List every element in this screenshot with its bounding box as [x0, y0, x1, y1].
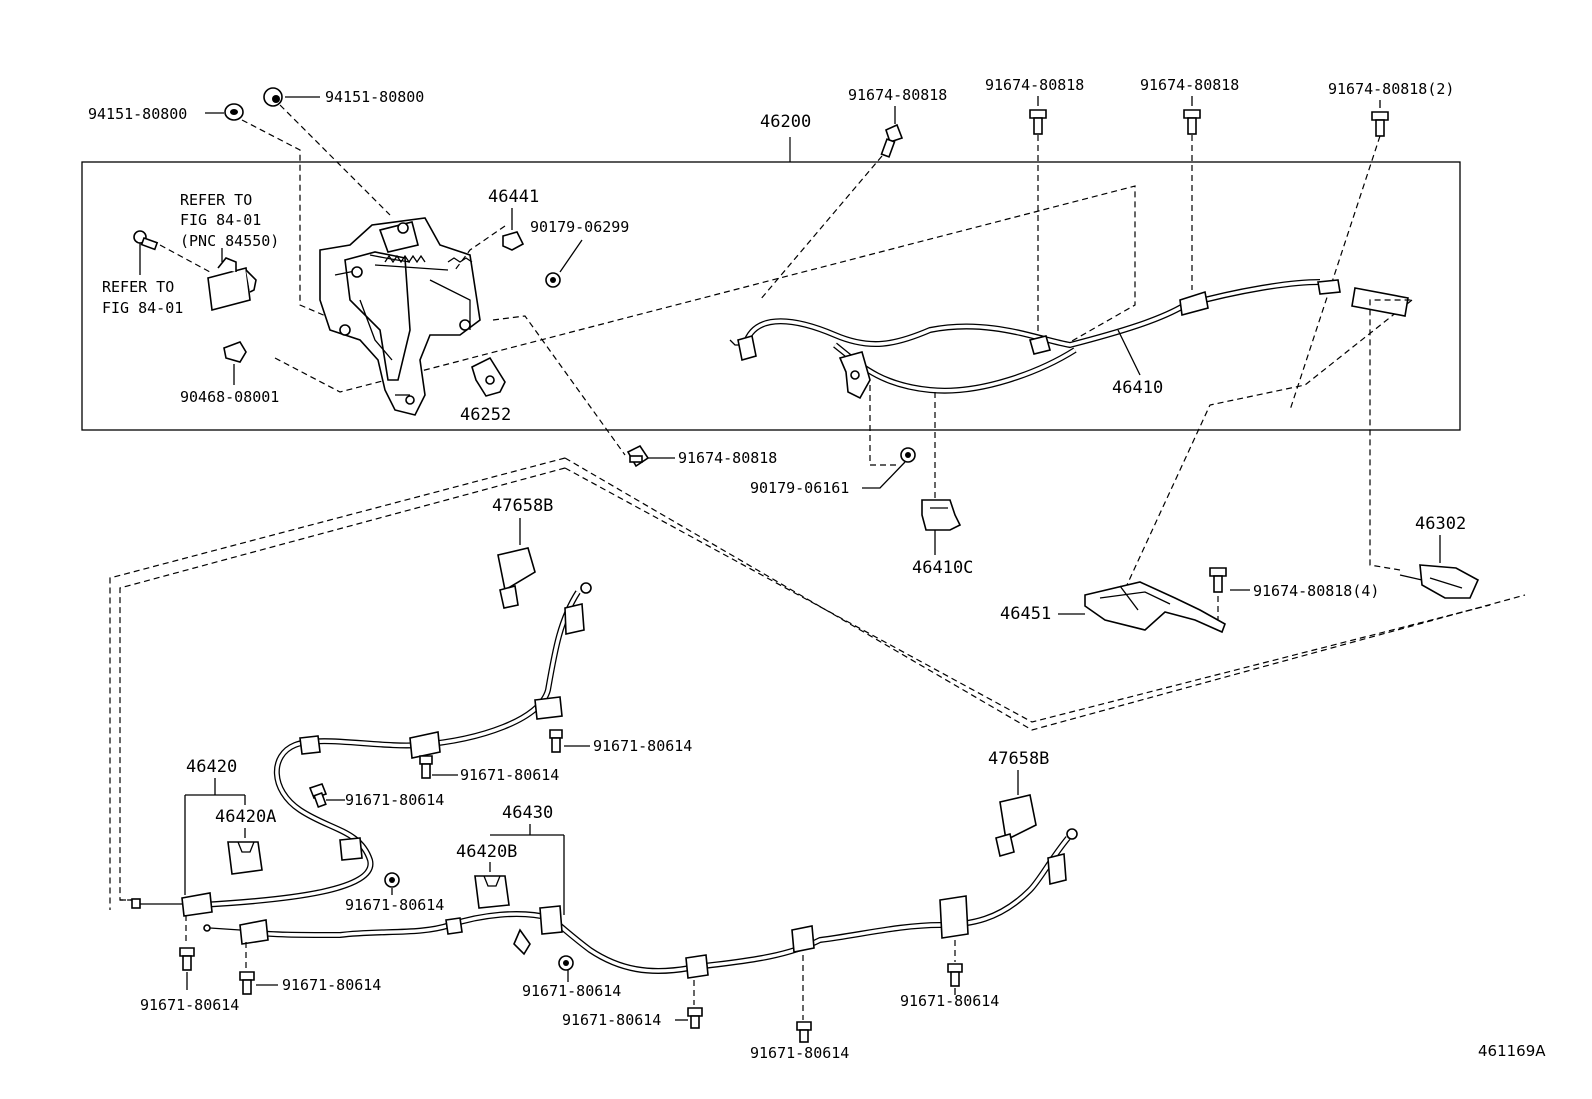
nut-46441	[502, 231, 525, 251]
bolt-91674-d	[1371, 111, 1389, 137]
bolt-91674-4	[1209, 567, 1227, 593]
clip-90468-icon	[223, 341, 247, 363]
dashed-outline-lower-outer	[564, 457, 1526, 731]
bolt-91671-5	[239, 971, 255, 995]
cable-46410	[729, 279, 1409, 400]
insulator-47658B-top	[497, 547, 536, 609]
label-91671-3: 91671-80614	[345, 791, 444, 809]
bolt-91674-c	[1183, 109, 1201, 135]
grommet-46420A	[227, 841, 263, 875]
refer-top-line1: REFER TO	[180, 191, 252, 209]
assembly-46200-frame	[81, 161, 1461, 431]
bolt-91674-b	[1029, 109, 1047, 135]
refer-top-line3: (PNC 84550)	[180, 232, 279, 250]
bolt-91671-3	[308, 783, 328, 809]
label-47658B-top: 47658B	[492, 496, 553, 516]
bolt-91671-7	[687, 1007, 703, 1029]
bolt-91671-1	[549, 729, 563, 753]
dashed-outline-46410	[1119, 299, 1413, 601]
diagram-id: 461169A	[1478, 1042, 1546, 1060]
bolt-91671-10	[947, 963, 963, 987]
bolt-91674-a	[880, 123, 904, 158]
label-91671-9: 91671-80614	[750, 1044, 849, 1062]
label-46430: 46430	[502, 803, 553, 823]
label-90179-06161: 90179-06161	[750, 479, 849, 497]
label-91671-10: 91671-80614	[900, 992, 999, 1010]
label-47658B-bottom: 47658B	[988, 749, 1049, 769]
part-46252	[471, 356, 506, 397]
label-94151-left: 94151-80800	[88, 105, 187, 123]
dashed-outline-left-outer	[109, 457, 566, 910]
label-91674-b: 91674-80818	[985, 76, 1084, 94]
grommet-46420B	[474, 875, 510, 909]
label-46252: 46252	[460, 405, 511, 425]
label-46451: 46451	[1000, 604, 1051, 624]
label-91671-5: 91671-80614	[282, 976, 381, 994]
bracket-46451	[1084, 581, 1226, 634]
clip-94151-left	[224, 103, 244, 121]
label-91674-80818-4: 91674-80818(4)	[1253, 582, 1379, 600]
label-91671-4: 91671-80614	[140, 996, 239, 1014]
bolt-91674-mid	[626, 444, 650, 468]
cable-46420	[131, 582, 592, 917]
label-91674-c: 91674-80818	[1140, 76, 1239, 94]
bolt-91671-9	[796, 1021, 812, 1043]
label-91671-7: 91671-80614	[562, 1011, 661, 1029]
clamp-46410C	[921, 499, 962, 531]
dashed-outline-upper	[274, 185, 1136, 393]
label-91671-1: 91671-80614	[593, 737, 692, 755]
label-46420A: 46420A	[215, 807, 276, 827]
refer-top-line2: FIG 84-01	[180, 211, 261, 229]
adjuster-46302	[1399, 564, 1480, 599]
label-46410: 46410	[1112, 378, 1163, 398]
refer-bottom-line2: FIG 84-01	[102, 299, 183, 317]
insulator-47658B-bottom	[995, 794, 1037, 858]
label-91671-2: 91671-80614	[460, 766, 559, 784]
label-46200: 46200	[760, 112, 811, 132]
label-91674-a: 91674-80818	[848, 86, 947, 104]
nut-90179-06299	[545, 272, 561, 288]
label-46441: 46441	[488, 187, 539, 207]
label-46420: 46420	[186, 757, 237, 777]
refer-bottom-line1: REFER TO	[102, 278, 174, 296]
cable-46430	[203, 828, 1078, 979]
label-46302: 46302	[1415, 514, 1466, 534]
switch-icon	[207, 257, 257, 312]
dashed-outline-lower-inner	[564, 467, 1491, 723]
nut-91671-6	[558, 955, 574, 971]
parking-brake-pedal-assembly	[319, 217, 481, 416]
label-46410C: 46410C	[912, 558, 973, 578]
label-90179-06299: 90179-06299	[530, 218, 629, 236]
label-46420B: 46420B	[456, 842, 517, 862]
label-94151-right: 94151-80800	[325, 88, 424, 106]
bolt-91671-4	[179, 947, 195, 971]
bolt-91671-2	[419, 755, 433, 779]
label-91671-6: 91671-80614	[522, 982, 621, 1000]
nut-90179-06161	[900, 447, 916, 463]
label-91674-mid: 91674-80818	[678, 449, 777, 467]
label-91671-8: 91671-80614	[345, 896, 444, 914]
label-90468-08001: 90468-08001	[180, 388, 279, 406]
clip-94151-right	[263, 87, 283, 107]
nut-91671-8	[384, 872, 400, 888]
bolt-icon	[133, 230, 159, 251]
label-91674-d: 91674-80818(2)	[1328, 80, 1454, 98]
